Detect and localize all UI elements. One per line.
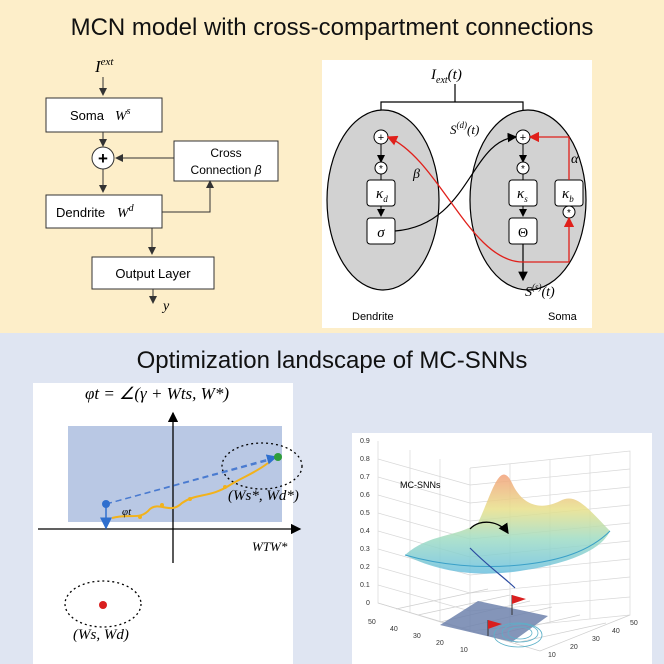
flag-upper xyxy=(512,595,526,604)
svg-text:S(d)(t): S(d)(t) xyxy=(450,120,479,137)
svg-text:*: * xyxy=(567,208,571,219)
start-point xyxy=(102,500,110,508)
soma-box-label: Soma xyxy=(70,108,105,123)
start-region xyxy=(64,580,142,628)
top-panel: MCN model with cross-compartment connect… xyxy=(0,0,664,333)
svg-text:0: 0 xyxy=(366,600,370,607)
svg-text:30: 30 xyxy=(413,633,421,640)
flag-lower xyxy=(488,620,502,629)
top-panel-title: MCN model with cross-compartment connect… xyxy=(70,14,594,41)
svg-text:0.6: 0.6 xyxy=(360,492,370,499)
landscape-3d: 0 0.1 0.2 0.3 0.4 0.5 0.6 0.7 0.8 0.9 MC… xyxy=(352,433,652,664)
axis-label: WTW* xyxy=(252,539,288,554)
svg-text:0.5: 0.5 xyxy=(360,510,370,517)
svg-text:*: * xyxy=(521,164,525,175)
svg-text:20: 20 xyxy=(570,644,578,651)
svg-text:Wd: Wd xyxy=(117,203,135,221)
svg-text:κb: κb xyxy=(562,186,574,204)
soma-box xyxy=(45,97,163,133)
svg-text:Connection β: Connection β xyxy=(191,163,262,177)
output-y: y xyxy=(161,299,170,314)
dendrite-label: Dendrite xyxy=(352,311,394,323)
svg-text:κd: κd xyxy=(376,186,388,204)
svg-text:Dendrite: Dendrite xyxy=(56,205,105,220)
svg-text:0.4: 0.4 xyxy=(360,528,370,535)
bottom-panel: Optimization landscape of MC-SNNs φt = ∠… xyxy=(0,333,664,664)
flowchart: Iext Soma Ws + Cross Connection β Dendri… xyxy=(45,56,279,314)
iext-label: Iext xyxy=(94,56,114,76)
svg-text:Cross: Cross xyxy=(210,146,241,160)
svg-text:40: 40 xyxy=(612,628,620,635)
svg-text:+: + xyxy=(520,132,526,144)
svg-text:10: 10 xyxy=(548,652,556,659)
svg-text:Output Layer: Output Layer xyxy=(115,266,191,281)
dendrite-box xyxy=(45,194,163,229)
svg-text:50: 50 xyxy=(630,620,638,627)
phi-formula: φt = ∠(γ + Wts, W*) xyxy=(85,384,229,403)
svg-text:0.2: 0.2 xyxy=(360,564,370,571)
svg-text:Θ: Θ xyxy=(518,226,528,241)
landscape-figure: φt = ∠(γ + Wts, W*) WTW* φt (Ws*, Wd*) (… xyxy=(33,383,652,664)
mc-snns-label: MC-SNNs xyxy=(400,480,441,490)
svg-text:30: 30 xyxy=(592,636,600,643)
svg-text:40: 40 xyxy=(390,626,398,633)
target-point xyxy=(274,453,282,461)
angle-plot: φt = ∠(γ + Wts, W*) WTW* φt (Ws*, Wd*) (… xyxy=(33,383,303,664)
beta-label: β xyxy=(412,167,420,182)
plus-symbol: + xyxy=(98,149,108,168)
red-point xyxy=(99,601,107,609)
target-label: (Ws*, Wd*) xyxy=(228,488,299,504)
svg-text:σ: σ xyxy=(377,225,385,241)
alpha-label: α xyxy=(571,152,579,167)
svg-text:10: 10 xyxy=(460,647,468,654)
svg-text:0.9: 0.9 xyxy=(360,438,370,445)
plot-background xyxy=(33,383,293,664)
phi-t-label: φt xyxy=(122,506,132,518)
svg-text:50: 50 xyxy=(368,619,376,626)
svg-text:*: * xyxy=(379,164,383,175)
svg-text:Iext(t): Iext(t) xyxy=(430,67,462,86)
bottom-panel-title: Optimization landscape of MC-SNNs xyxy=(136,347,528,374)
svg-text:Ws: Ws xyxy=(115,106,131,124)
svg-text:20: 20 xyxy=(436,640,444,647)
svg-text:0.7: 0.7 xyxy=(360,474,370,481)
svg-text:0.8: 0.8 xyxy=(360,456,370,463)
svg-text:S(s)(t): S(s)(t) xyxy=(525,282,555,300)
svg-text:0.1: 0.1 xyxy=(360,582,370,589)
neuron-schematic: Iext(t) + * κd σ + xyxy=(322,60,592,328)
svg-text:+: + xyxy=(378,132,384,144)
mcn-diagram: Iext Soma Ws + Cross Connection β Dendri… xyxy=(45,56,592,328)
start-label: (Ws, Wd) xyxy=(73,627,129,643)
svg-text:κs: κs xyxy=(517,186,528,204)
output-layer-box xyxy=(91,256,215,290)
cross-connection-box xyxy=(173,140,279,182)
target-region xyxy=(221,442,303,490)
floor-plane xyxy=(440,601,548,642)
svg-text:0.3: 0.3 xyxy=(360,546,370,553)
soma-label: Soma xyxy=(548,311,578,323)
